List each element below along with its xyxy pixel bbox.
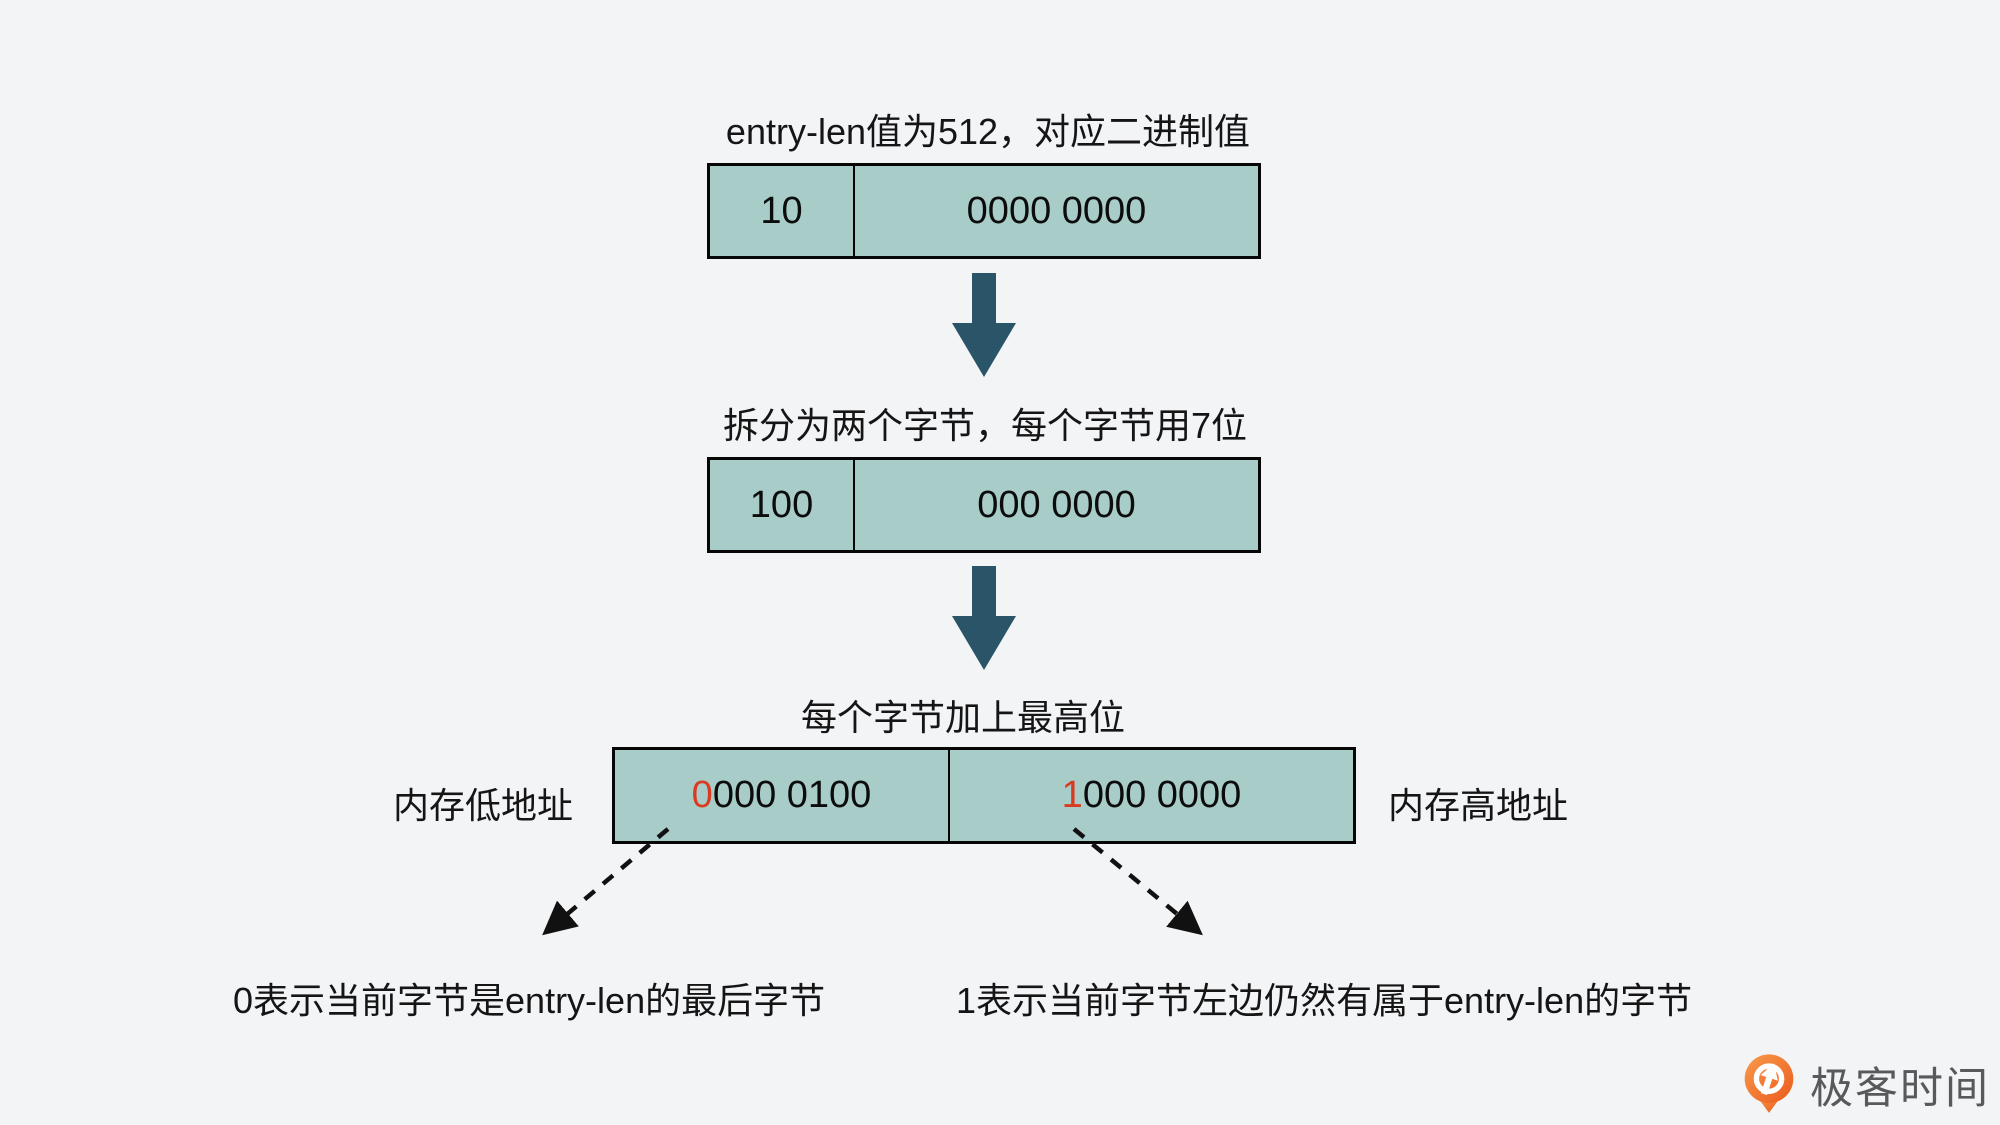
byte2-payload-bits: 000 0000	[1082, 774, 1242, 816]
memory-low-address-label: 内存低地址	[393, 785, 574, 826]
flag-zero-note: 0表示当前字节是entry-len的最后字节	[233, 980, 826, 1021]
geektime-logo-text: 极客时间	[1810, 1065, 1990, 1113]
step1-title: entry-len值为512，对应二进制值	[725, 111, 1251, 152]
step1-cell-low-bits: 0000 0000	[966, 189, 1147, 232]
byte2-continuation-flag: 1	[1061, 774, 1083, 816]
byte1-payload-bits: 000 0100	[712, 774, 872, 816]
down-block-arrow-2	[952, 566, 1016, 670]
geektime-logo: 极客时间	[1742, 1053, 1990, 1117]
down-block-arrow-1	[952, 273, 1016, 377]
dashed-arrow-flag-zero	[542, 827, 670, 936]
step2-cell-high-bits: 100	[710, 460, 855, 550]
step2-cell-low-bits: 000 0000	[977, 483, 1136, 526]
step3-title: 每个字节加上最高位	[800, 697, 1126, 738]
step1-byte-box: 10 0000 0000	[707, 163, 1261, 259]
dashed-arrow-flag-one	[1072, 827, 1203, 936]
byte1-continuation-flag: 0	[691, 774, 713, 816]
memory-high-address-label: 内存高地址	[1388, 785, 1569, 826]
geektime-pin-icon	[1744, 1054, 1794, 1113]
step1-cell-high-bits: 10	[710, 166, 855, 256]
flag-one-note: 1表示当前字节左边仍然有属于entry-len的字节	[956, 980, 1693, 1021]
step2-title: 拆分为两个字节，每个字节用7位	[722, 405, 1248, 446]
step2-byte-box: 100 000 0000	[707, 457, 1261, 553]
